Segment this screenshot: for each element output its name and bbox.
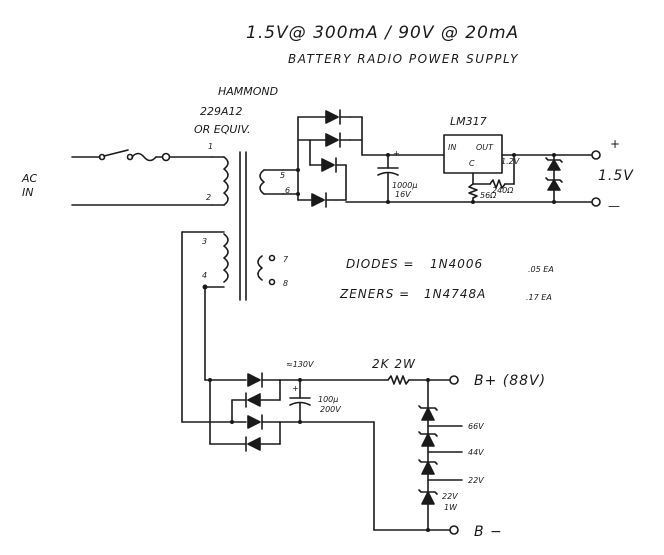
note-diodes-price: .05 EA <box>528 265 554 274</box>
lv-plus-label: + <box>610 137 621 151</box>
lv-cap-value: 1000µ <box>392 181 417 190</box>
diagram-title: 1.5V@ 300mA / 90V @ 20mA <box>246 23 519 43</box>
pin-7-label: 7 <box>283 255 289 264</box>
pin-8-label: 8 <box>283 279 288 288</box>
lv-output-voltage: 1.5V <box>598 168 634 184</box>
transformer-part: 229A12 <box>200 105 243 118</box>
lv-minus-terminal[interactable] <box>591 197 601 207</box>
unused-winding <box>257 254 276 286</box>
lv-winding <box>259 169 284 195</box>
primary-winding <box>211 156 229 206</box>
regulator-in-pin: IN <box>448 143 456 152</box>
hv-wiring <box>181 231 247 445</box>
zener-tap-44v: 44V <box>468 448 484 457</box>
bminus-terminal[interactable] <box>449 525 459 535</box>
regulator-out-pin: OUT <box>476 143 494 152</box>
lv-bridge-rectifier <box>282 109 363 208</box>
bplus-terminal[interactable] <box>449 375 459 385</box>
bplus-label: B+ (88V) <box>474 373 546 389</box>
pin-3-label: 3 <box>202 237 207 246</box>
lv-cap-plus: + <box>393 149 400 158</box>
regulator-adj-pin: C <box>469 159 475 168</box>
note-zeners-part: 1N4748A <box>424 287 486 301</box>
note-zeners-price: .17 EA <box>526 293 552 302</box>
pin-2-label: 2 <box>206 193 211 202</box>
transformer-alt: OR EQUIV. <box>194 123 250 136</box>
parts-notes: DIODES = 1N4006 .05 EA ZENERS = 1N4748A … <box>339 257 554 302</box>
pin-6-label: 6 <box>285 186 290 195</box>
bminus-label: B − <box>474 524 503 540</box>
lv-plus-terminal[interactable] <box>591 150 601 160</box>
ac-in-label-1: AC <box>21 172 38 185</box>
zener-tap-66v: 66V <box>468 422 484 431</box>
pin-4-label: 4 <box>202 271 207 280</box>
lv-rails <box>345 153 593 204</box>
pin-1-label: 1 <box>208 142 213 151</box>
hv-zener-stack <box>418 379 463 531</box>
regulator-name: LM317 <box>450 115 487 128</box>
note-diodes-label: DIODES = <box>346 257 415 271</box>
regulator-vref: 1.2V <box>501 157 520 166</box>
ac-input-wiring <box>71 149 213 206</box>
hv-resistor-label: 2K 2W <box>372 357 416 371</box>
lv-zener-stack <box>545 153 563 204</box>
resistor-56-label: 56Ω <box>480 191 497 200</box>
note-diodes-part: 1N4006 <box>430 257 483 271</box>
note-zeners-label: ZENERS = <box>339 287 410 301</box>
hv-cap-value: 100µ <box>318 395 338 404</box>
hv-cap-plus: + <box>292 384 299 393</box>
lv-minus-label: — <box>608 199 621 213</box>
diagram-subtitle: BATTERY RADIO POWER SUPPLY <box>288 52 519 66</box>
zener-rating-voltage: 22V <box>442 492 458 501</box>
hv-node-voltage: ≈130V <box>286 360 314 369</box>
hv-bridge-rectifier <box>245 372 281 452</box>
regulator-feedback <box>468 153 593 204</box>
transformer-brand: HAMMOND <box>218 85 278 98</box>
pin-5-label: 5 <box>280 171 285 180</box>
zener-rating-watts: 1W <box>444 503 458 512</box>
lv-cap-voltage: 16V <box>395 190 411 199</box>
hv-cap-voltage: 200V <box>320 405 341 414</box>
zener-tap-22v: 22V <box>468 476 484 485</box>
ac-in-label-2: IN <box>22 186 33 199</box>
hv-rails <box>279 375 451 532</box>
resistor-240-label: 240Ω <box>492 186 514 195</box>
